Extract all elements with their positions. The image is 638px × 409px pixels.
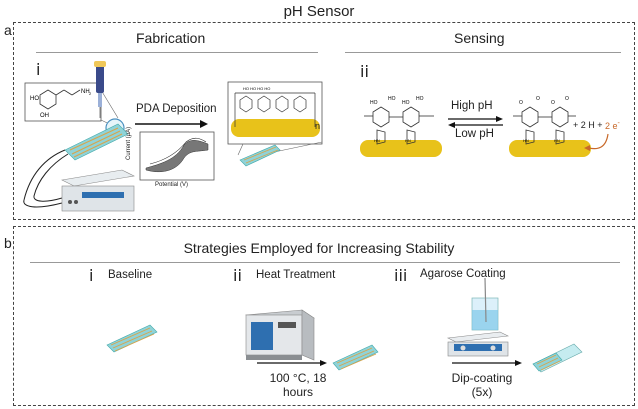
svg-text:HO: HO [388, 96, 396, 102]
dip-coating-line1: Dip-coating [451, 371, 513, 385]
dip-coating-condition: Dip-coating (5x) [442, 371, 522, 399]
stability-divider [30, 262, 620, 263]
svg-text:HO: HO [30, 96, 39, 102]
svg-text:HN: HN [405, 138, 411, 143]
polydopamine-structure: HO HO HO HO [227, 81, 323, 156]
baseline-electrode-strip [106, 324, 158, 353]
cable-1 [23, 149, 66, 208]
potentiostat-icon [61, 169, 135, 212]
agarose-coated-electrode-strip [532, 343, 583, 373]
panel-b-box [13, 226, 635, 406]
heat-condition-line1: 100 °C, 18 [269, 371, 327, 385]
svg-text:O: O [536, 96, 540, 102]
coated-electrode-strip [239, 144, 281, 167]
oxidized-quinone-structure: O O O O HN HN [509, 96, 591, 157]
proton-products: + 2 H + [573, 120, 603, 130]
figure-title: pH Sensor [283, 3, 355, 20]
svg-text:2: 2 [89, 91, 92, 96]
baseline-roman: i [89, 266, 94, 285]
high-ph-label: High pH [451, 100, 493, 112]
heat-treated-electrode-strip [332, 344, 379, 371]
dip-coating-line2: (5x) [471, 385, 493, 399]
pipette-icon [94, 61, 106, 118]
gold-electrode-surface [231, 119, 320, 137]
agarose-label: Agarose Coating [420, 268, 506, 280]
svg-text:O: O [551, 100, 555, 106]
cv-plot [139, 131, 215, 181]
equilibrium-arrows [448, 116, 503, 128]
sensing-title: Sensing [454, 30, 505, 46]
svg-text:HN: HN [374, 138, 380, 143]
electron-charge: - [617, 120, 620, 127]
panel-a-box [13, 22, 635, 220]
fabrication-title: Fabrication [136, 30, 206, 46]
svg-text:HO: HO [370, 100, 378, 106]
heat-treatment-label: Heat Treatment [256, 269, 336, 281]
baseline-label: Baseline [108, 269, 153, 281]
svg-text:HO: HO [402, 100, 410, 106]
fabrication-divider [36, 52, 318, 53]
cv-ylabel: Current (µA) [126, 126, 132, 160]
panel-b-letter: b [4, 235, 12, 251]
pda-deposition-label: PDA Deposition [136, 103, 217, 115]
electron-transfer-arrow [588, 133, 609, 150]
sensing-divider [345, 52, 621, 53]
svg-text:NH: NH [81, 89, 90, 95]
panel-a-letter: a [4, 22, 12, 38]
svg-text:HO: HO [416, 96, 424, 102]
cable-2 [33, 153, 69, 202]
fabrication-roman: i [36, 60, 41, 79]
svg-text:O: O [565, 96, 569, 102]
electron-count: 2 e [605, 121, 618, 131]
svg-text:HN: HN [554, 138, 560, 143]
low-ph-label: Low pH [455, 128, 494, 140]
stability-title: Strategies Employed for Increasing Stabi… [183, 240, 455, 256]
svg-text:HN: HN [523, 138, 529, 143]
heat-treatment-roman: ii [233, 266, 242, 285]
heat-condition: 100 °C, 18 hours [253, 371, 343, 399]
polymer-repeat-n: n [315, 121, 321, 131]
svg-text:O: O [519, 100, 523, 106]
svg-text:HO HO HO HO: HO HO HO HO [243, 86, 270, 91]
reduced-catechol-structure: HO HO HO HO HN HN [360, 96, 442, 157]
sensing-roman: ii [360, 62, 369, 81]
hotplate-stirrer-icon [446, 277, 510, 357]
svg-text:OH: OH [40, 113, 49, 119]
cv-xlabel: Potential (V) [155, 182, 189, 188]
electron-products: 2 e- [605, 120, 620, 131]
agarose-roman: iii [394, 266, 408, 285]
electrode-strip [64, 123, 129, 161]
stability-illustration [106, 277, 583, 373]
oven-icon [245, 309, 315, 361]
heat-condition-line2: hours [282, 385, 314, 399]
